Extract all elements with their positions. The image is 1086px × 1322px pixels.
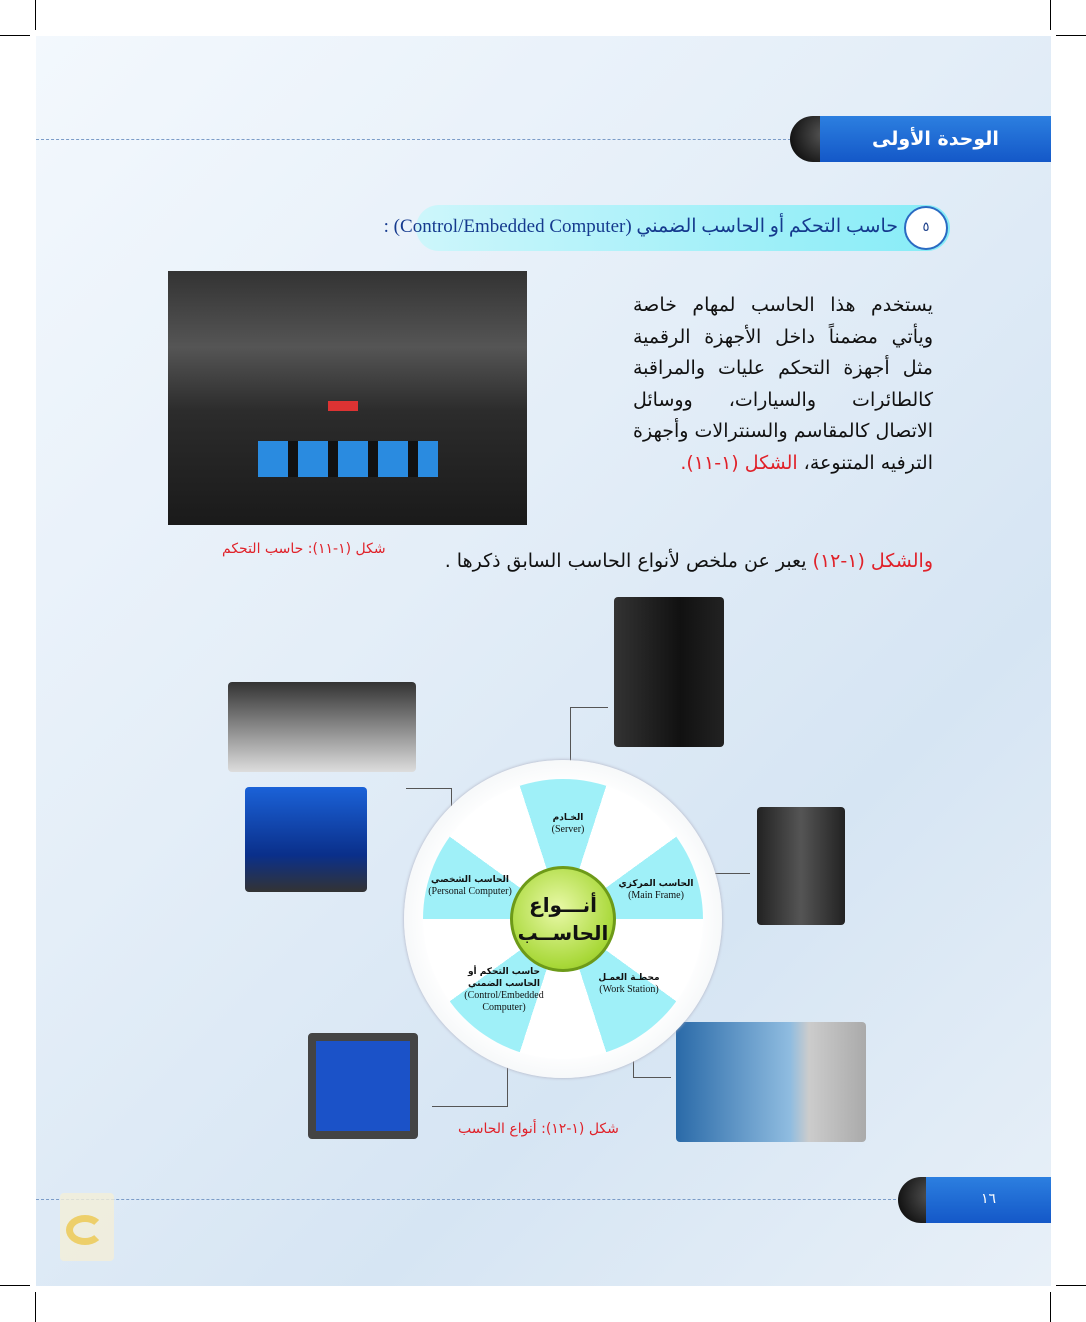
crop-mark [35, 0, 36, 30]
wheel-item-personal: الحاسب الشخصي(Personal Computer) [428, 875, 512, 897]
crop-mark [1050, 1292, 1051, 1322]
figure-ref: الشكل (١-١١). [680, 451, 798, 474]
crop-mark [0, 1285, 30, 1286]
figure-ref: والشكل (١-١٢) [812, 550, 933, 572]
center-line: أنـــواع [529, 893, 597, 917]
computer-types-wheel: أنـــواع الحاســب الخـادم(Server) الحاسب … [404, 760, 722, 1078]
summary-line: والشكل (١-١٢) يعبر عن ملخص لأنواع الحاسب… [445, 550, 933, 572]
unit-tab: الوحدة الأولى [790, 116, 1051, 162]
section-title: حاسب التحكم أو الحاسب الضمني (Control/Em… [383, 216, 898, 237]
body-paragraph: يستخدم هذا الحاسب لمهام خاصة ويأتي مضمنا… [633, 290, 933, 479]
wheel-item-embedded: حاسب التحكم أو الحاسب الضمني(Control/Emb… [464, 967, 544, 1013]
page-number: ١٦ [926, 1177, 1051, 1223]
connector-line [570, 707, 608, 797]
wheel-item-server: الخـادم(Server) [551, 813, 585, 835]
connector-line [432, 1030, 508, 1107]
center-line: الحاســب [517, 921, 609, 945]
crop-mark [0, 35, 30, 36]
wheel-item-workstation: محطـة العمـل(Work Station) [598, 973, 660, 995]
section-heading: ٥ حاسب التحكم أو الحاسب الضمني (Control/… [384, 205, 950, 251]
unit-title: الوحدة الأولى [820, 116, 1051, 162]
header-divider [36, 139, 796, 140]
embedded-panel-image [308, 1033, 418, 1139]
figure2-caption: شكل (١-١٢): أنواع الحاسب [458, 1121, 619, 1137]
summary-text: يعبر عن ملخص لأنواع الحاسب السابق ذكرها … [444, 550, 813, 572]
crop-mark [35, 1292, 36, 1322]
wheel-item-mainframe: الحاسب المركزي(Main Frame) [618, 879, 694, 901]
crop-mark [1050, 0, 1051, 30]
publisher-logo [60, 1193, 114, 1261]
figure1-caption: شكل (١-١١): حاسب التحكم [222, 541, 386, 557]
personal-devices-image [228, 682, 416, 772]
wheel-center: أنـــواع الحاســب [510, 866, 616, 972]
crop-mark [1056, 1285, 1086, 1286]
workstation-image [676, 1022, 866, 1142]
crop-mark [1056, 35, 1086, 36]
mainframe-image [757, 807, 845, 925]
cockpit-photo [168, 271, 527, 525]
paragraph-text: يستخدم هذا الحاسب لمهام خاصة ويأتي مضمنا… [633, 294, 933, 474]
footer-divider [36, 1199, 906, 1200]
page-number-tab: ١٦ [898, 1177, 1051, 1223]
section-number: ٥ [904, 206, 948, 250]
server-image [614, 597, 724, 747]
desktop-pc-image [245, 787, 367, 892]
